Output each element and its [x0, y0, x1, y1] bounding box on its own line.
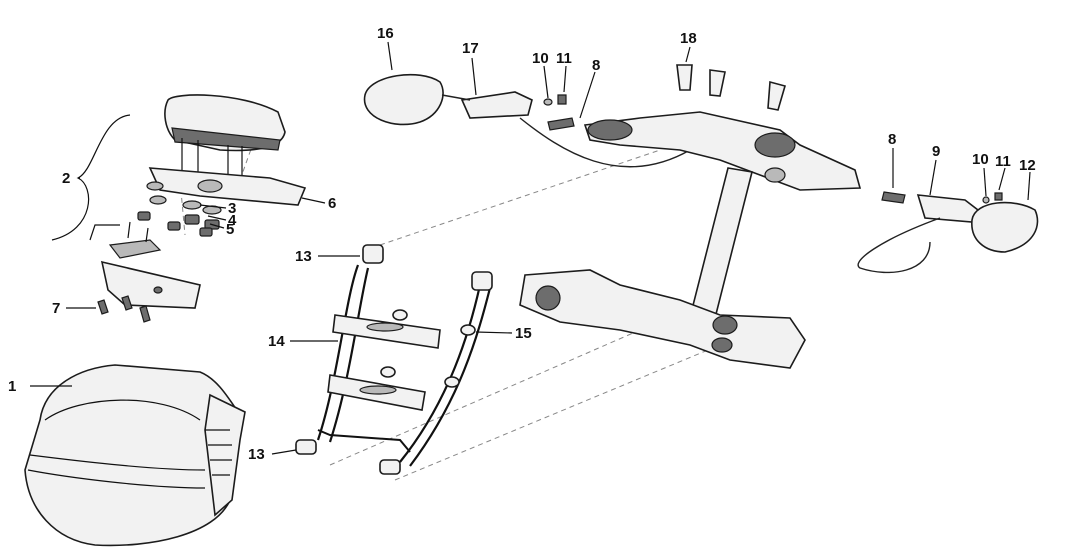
lower-yoke [519, 269, 806, 369]
callout-8-right: 8 [888, 131, 896, 148]
steering-stem [687, 167, 753, 331]
callout-6: 6 [328, 195, 336, 212]
callout-18: 18 [680, 30, 697, 47]
callout-5: 5 [226, 221, 234, 238]
callout-17: 17 [462, 40, 479, 57]
cluster-bracket [148, 167, 307, 206]
callout-11-right: 11 [995, 153, 1011, 170]
left-indicator [363, 73, 444, 126]
callout-15: 15 [515, 325, 532, 342]
bolts-15 [380, 309, 476, 388]
washers-and-nuts [137, 181, 222, 237]
left-small-hardware [543, 94, 575, 131]
top-yoke [583, 111, 862, 191]
callout-12: 12 [1019, 157, 1036, 174]
callout-13-bottom: 13 [248, 446, 265, 463]
callout-11-left: 11 [556, 50, 572, 67]
callout-1: 1 [8, 378, 16, 395]
callout-2: 2 [62, 170, 70, 187]
headlight-bracket [316, 264, 492, 467]
callout-8-left: 8 [592, 57, 600, 74]
right-indicator-stalk [857, 191, 1003, 274]
left-indicator-stalk [441, 91, 691, 168]
callout-3: 3 [228, 200, 236, 217]
callout-7: 7 [52, 300, 60, 317]
group-bracket-small [89, 224, 120, 241]
bolts-18 [676, 64, 786, 111]
screws-7 [97, 295, 151, 323]
callout-leaders [30, 41, 1031, 455]
callout-13-top: 13 [295, 248, 312, 265]
callout-16: 16 [377, 25, 394, 42]
switch-plate [108, 221, 162, 259]
instrument-cluster [164, 94, 286, 180]
callout-4: 4 [228, 212, 237, 229]
right-indicator [971, 201, 1039, 253]
headlight-fairing [24, 364, 246, 547]
lower-cover [100, 260, 201, 309]
callout-9: 9 [932, 143, 940, 160]
callout-10-right: 10 [972, 151, 989, 168]
grommets-13 [295, 244, 493, 475]
callout-14: 14 [268, 333, 285, 350]
callout-10-left: 10 [532, 50, 549, 67]
callout-labels: 1 2 3 4 5 6 7 8 8 9 10 10 11 11 12 13 13… [8, 25, 1036, 463]
